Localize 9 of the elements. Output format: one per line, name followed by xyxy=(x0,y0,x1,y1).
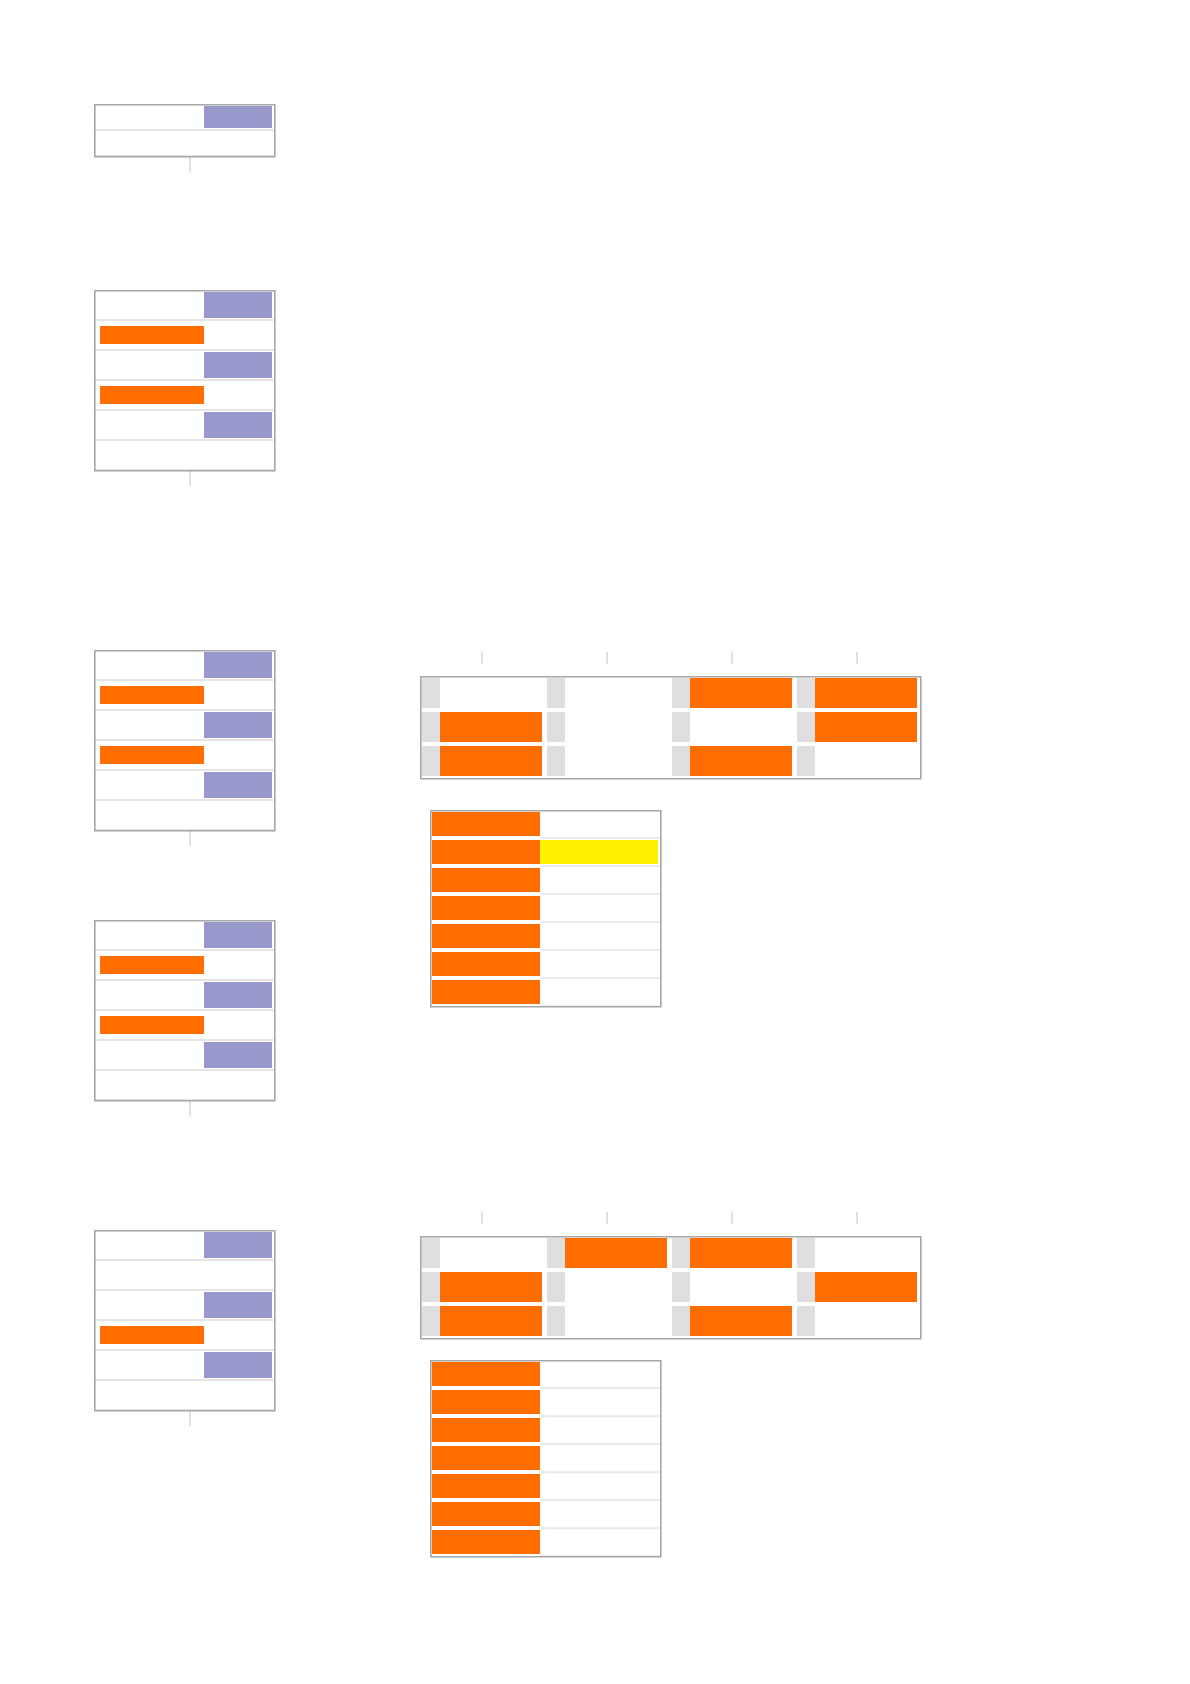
spreadsheet-drawing xyxy=(93,920,276,1117)
spreadsheet-drawing xyxy=(430,810,662,1008)
spreadsheet-drawing xyxy=(93,1230,276,1427)
spreadsheet-drawing xyxy=(420,651,922,780)
spreadsheet-drawing xyxy=(430,1360,662,1558)
spreadsheet-drawing xyxy=(420,1211,922,1340)
spreadsheet-drawing xyxy=(93,290,276,487)
spreadsheet-drawing xyxy=(93,650,276,847)
spreadsheet-drawing xyxy=(93,104,276,173)
